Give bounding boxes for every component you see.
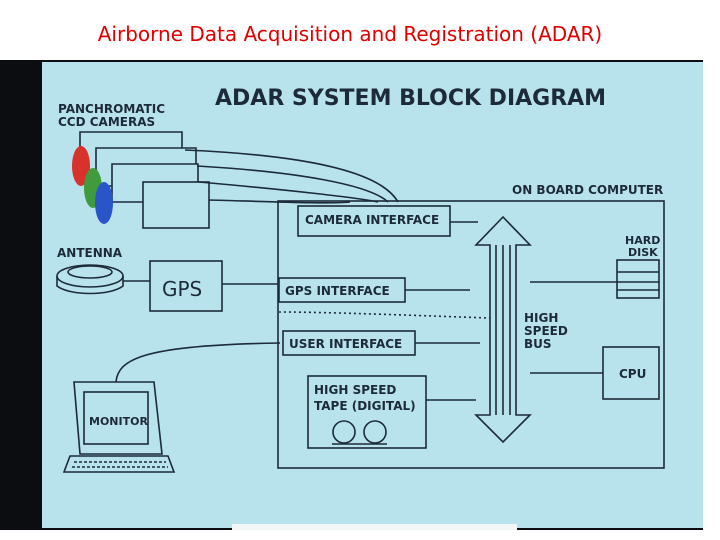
camera-interface-label: CAMERA INTERFACE [305,213,439,227]
user-interface-label: USER INTERFACE [289,337,402,351]
cameras-label-line1: PANCHROMATIC [58,102,165,116]
on-board-computer-frame [277,200,665,469]
diagram-photo: ADAR SYSTEM BLOCK DIAGRAM PANCHROMATIC C… [0,60,703,530]
gps-box [149,260,223,312]
gps-label: GPS [162,277,202,301]
tape-label-line2: TAPE (DIGITAL) [314,399,416,413]
bus-label-line3: BUS [524,337,552,351]
screen-bottom-edge [232,524,517,530]
hard-disk [616,259,660,299]
diagram-heading: ADAR SYSTEM BLOCK DIAGRAM [215,86,606,111]
hard-disk-label-line1: HARD [625,234,660,247]
tape-label-line1: HIGH SPEED [314,383,396,397]
ccd-cameras [79,131,210,229]
adar-block-diagram: ADAR SYSTEM BLOCK DIAGRAM PANCHROMATIC C… [42,62,703,530]
slide-title: Airborne Data Acquisition and Registrati… [97,22,603,46]
monitor-cable [115,342,281,383]
gps-interface-label: GPS INTERFACE [285,284,390,298]
camera-interface-box [297,205,451,237]
tape-reel-right-icon [363,420,387,444]
tape-box [307,375,427,449]
bus-label-line2: SPEED [524,324,568,338]
computer-label: ON BOARD COMPUTER [512,183,663,197]
red-lens-icon [72,146,90,186]
antenna-label: ANTENNA [57,246,123,260]
cpu-label: CPU [619,367,646,381]
bus-label-line1: HIGH [524,311,558,325]
blue-lens-icon [95,182,113,224]
high-speed-bus-arrow [474,215,532,444]
tape-reel-left-icon [332,420,356,444]
hard-disk-label-line2: DISK [628,246,658,259]
cameras-label-line2: CCD CAMERAS [58,115,155,129]
monitor-label: MONITOR [89,415,148,428]
monitor-icon [62,381,176,473]
